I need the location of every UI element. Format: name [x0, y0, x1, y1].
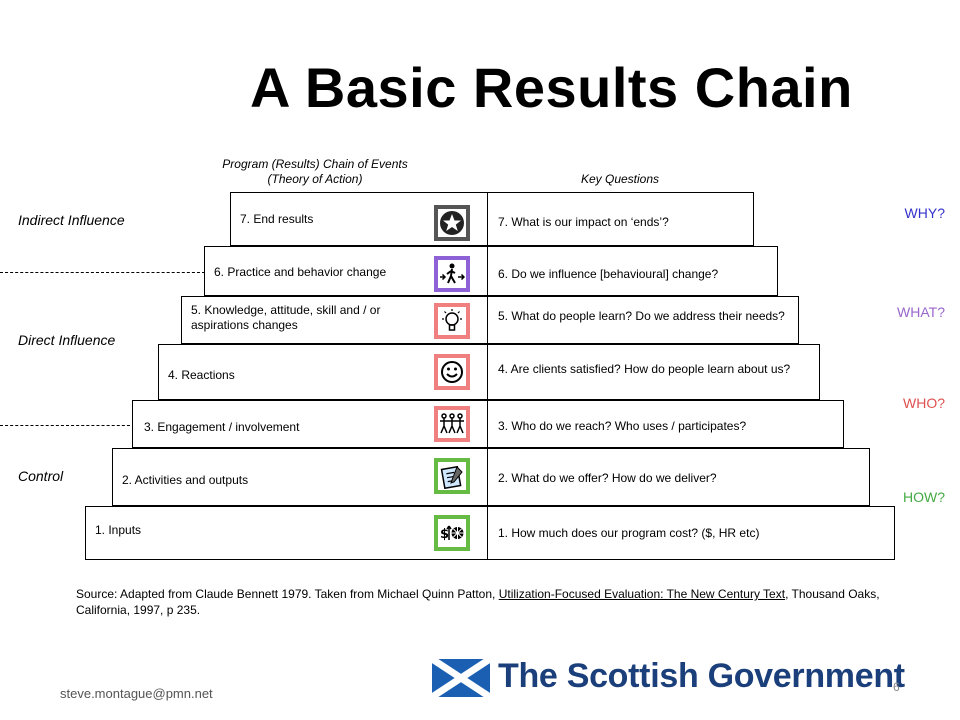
chain-row-7	[230, 192, 754, 246]
row-1-stage: 1. Inputs	[95, 523, 142, 537]
center-divider	[487, 192, 488, 560]
source-suffix: , Thousand Oaks, California, 1997, p 235…	[76, 587, 880, 617]
chain-header-line2: (Theory of Action)	[267, 172, 363, 186]
direct-influence-label: Direct Influence	[18, 332, 116, 348]
logo-text: The Scottish Government	[498, 657, 905, 695]
who-label: WHO?	[903, 395, 945, 411]
row-7-stage: 7. End results	[240, 212, 314, 226]
clipboard-icon	[434, 458, 470, 494]
row-1-question: 1. How much does our program cost? ($, H…	[498, 526, 760, 540]
row-6-stage: 6. Practice and behavior change	[214, 265, 387, 279]
divider-indirect-direct	[0, 272, 205, 273]
chain-row-2	[112, 448, 870, 506]
row-2-stage: 2. Activities and outputs	[122, 473, 249, 487]
divider-direct-control	[0, 425, 135, 426]
chain-row-6	[204, 246, 778, 296]
author-email: steve.montague@pmn.net	[60, 686, 213, 701]
chain-row-4	[158, 344, 820, 400]
source-prefix: Source: Adapted from Claude Bennett 1979…	[76, 587, 499, 601]
key-questions-header: Key Questions	[580, 172, 660, 186]
chain-row-3	[132, 400, 844, 448]
control-label: Control	[18, 468, 64, 484]
source-book-title: Utilization-Focused Evaluation: The New …	[498, 587, 786, 601]
row-3-question: 3. Who do we reach? Who uses / participa…	[498, 419, 747, 433]
row-5-stage: 5. Knowledge, attitude, skill and / or a…	[191, 303, 381, 332]
row-4-stage: 4. Reactions	[168, 368, 235, 382]
smiley-icon	[434, 354, 470, 390]
indirect-influence-label: Indirect Influence	[18, 212, 125, 228]
lightbulb-icon	[434, 303, 470, 339]
chain-row-1	[85, 506, 895, 560]
page-number: 6	[893, 680, 900, 694]
money-icon: $	[434, 515, 470, 551]
what-label: WHAT?	[897, 304, 945, 320]
saltire-flag-icon	[432, 659, 490, 697]
why-label: WHY?	[904, 205, 945, 221]
people-group-icon	[434, 406, 470, 442]
slide-title: A Basic Results Chain	[250, 56, 853, 119]
chain-header: Program (Results) Chain of Events (Theor…	[200, 157, 430, 187]
chain-row-5	[181, 296, 799, 344]
walking-person-icon	[434, 256, 470, 292]
row-7-question: 7. What is our impact on ‘ends’?	[498, 215, 669, 229]
row-6-question: 6. Do we influence [behavioural] change?	[498, 267, 719, 281]
chain-header-line1: Program (Results) Chain of Events	[222, 157, 408, 171]
how-label: HOW?	[903, 489, 945, 505]
row-4-question: 4. Are clients satisfied? How do people …	[498, 362, 791, 376]
row-2-question: 2. What do we offer? How do we deliver?	[498, 471, 717, 485]
row-3-stage: 3. Engagement / involvement	[144, 420, 300, 434]
row-5-question: 5. What do people learn? Do we address t…	[498, 309, 785, 323]
source-citation: Source: Adapted from Claude Bennett 1979…	[76, 586, 896, 618]
star-icon	[434, 205, 470, 241]
svg-text:$: $	[440, 527, 449, 542]
scottish-government-logo: The Scottish Government	[432, 655, 905, 701]
